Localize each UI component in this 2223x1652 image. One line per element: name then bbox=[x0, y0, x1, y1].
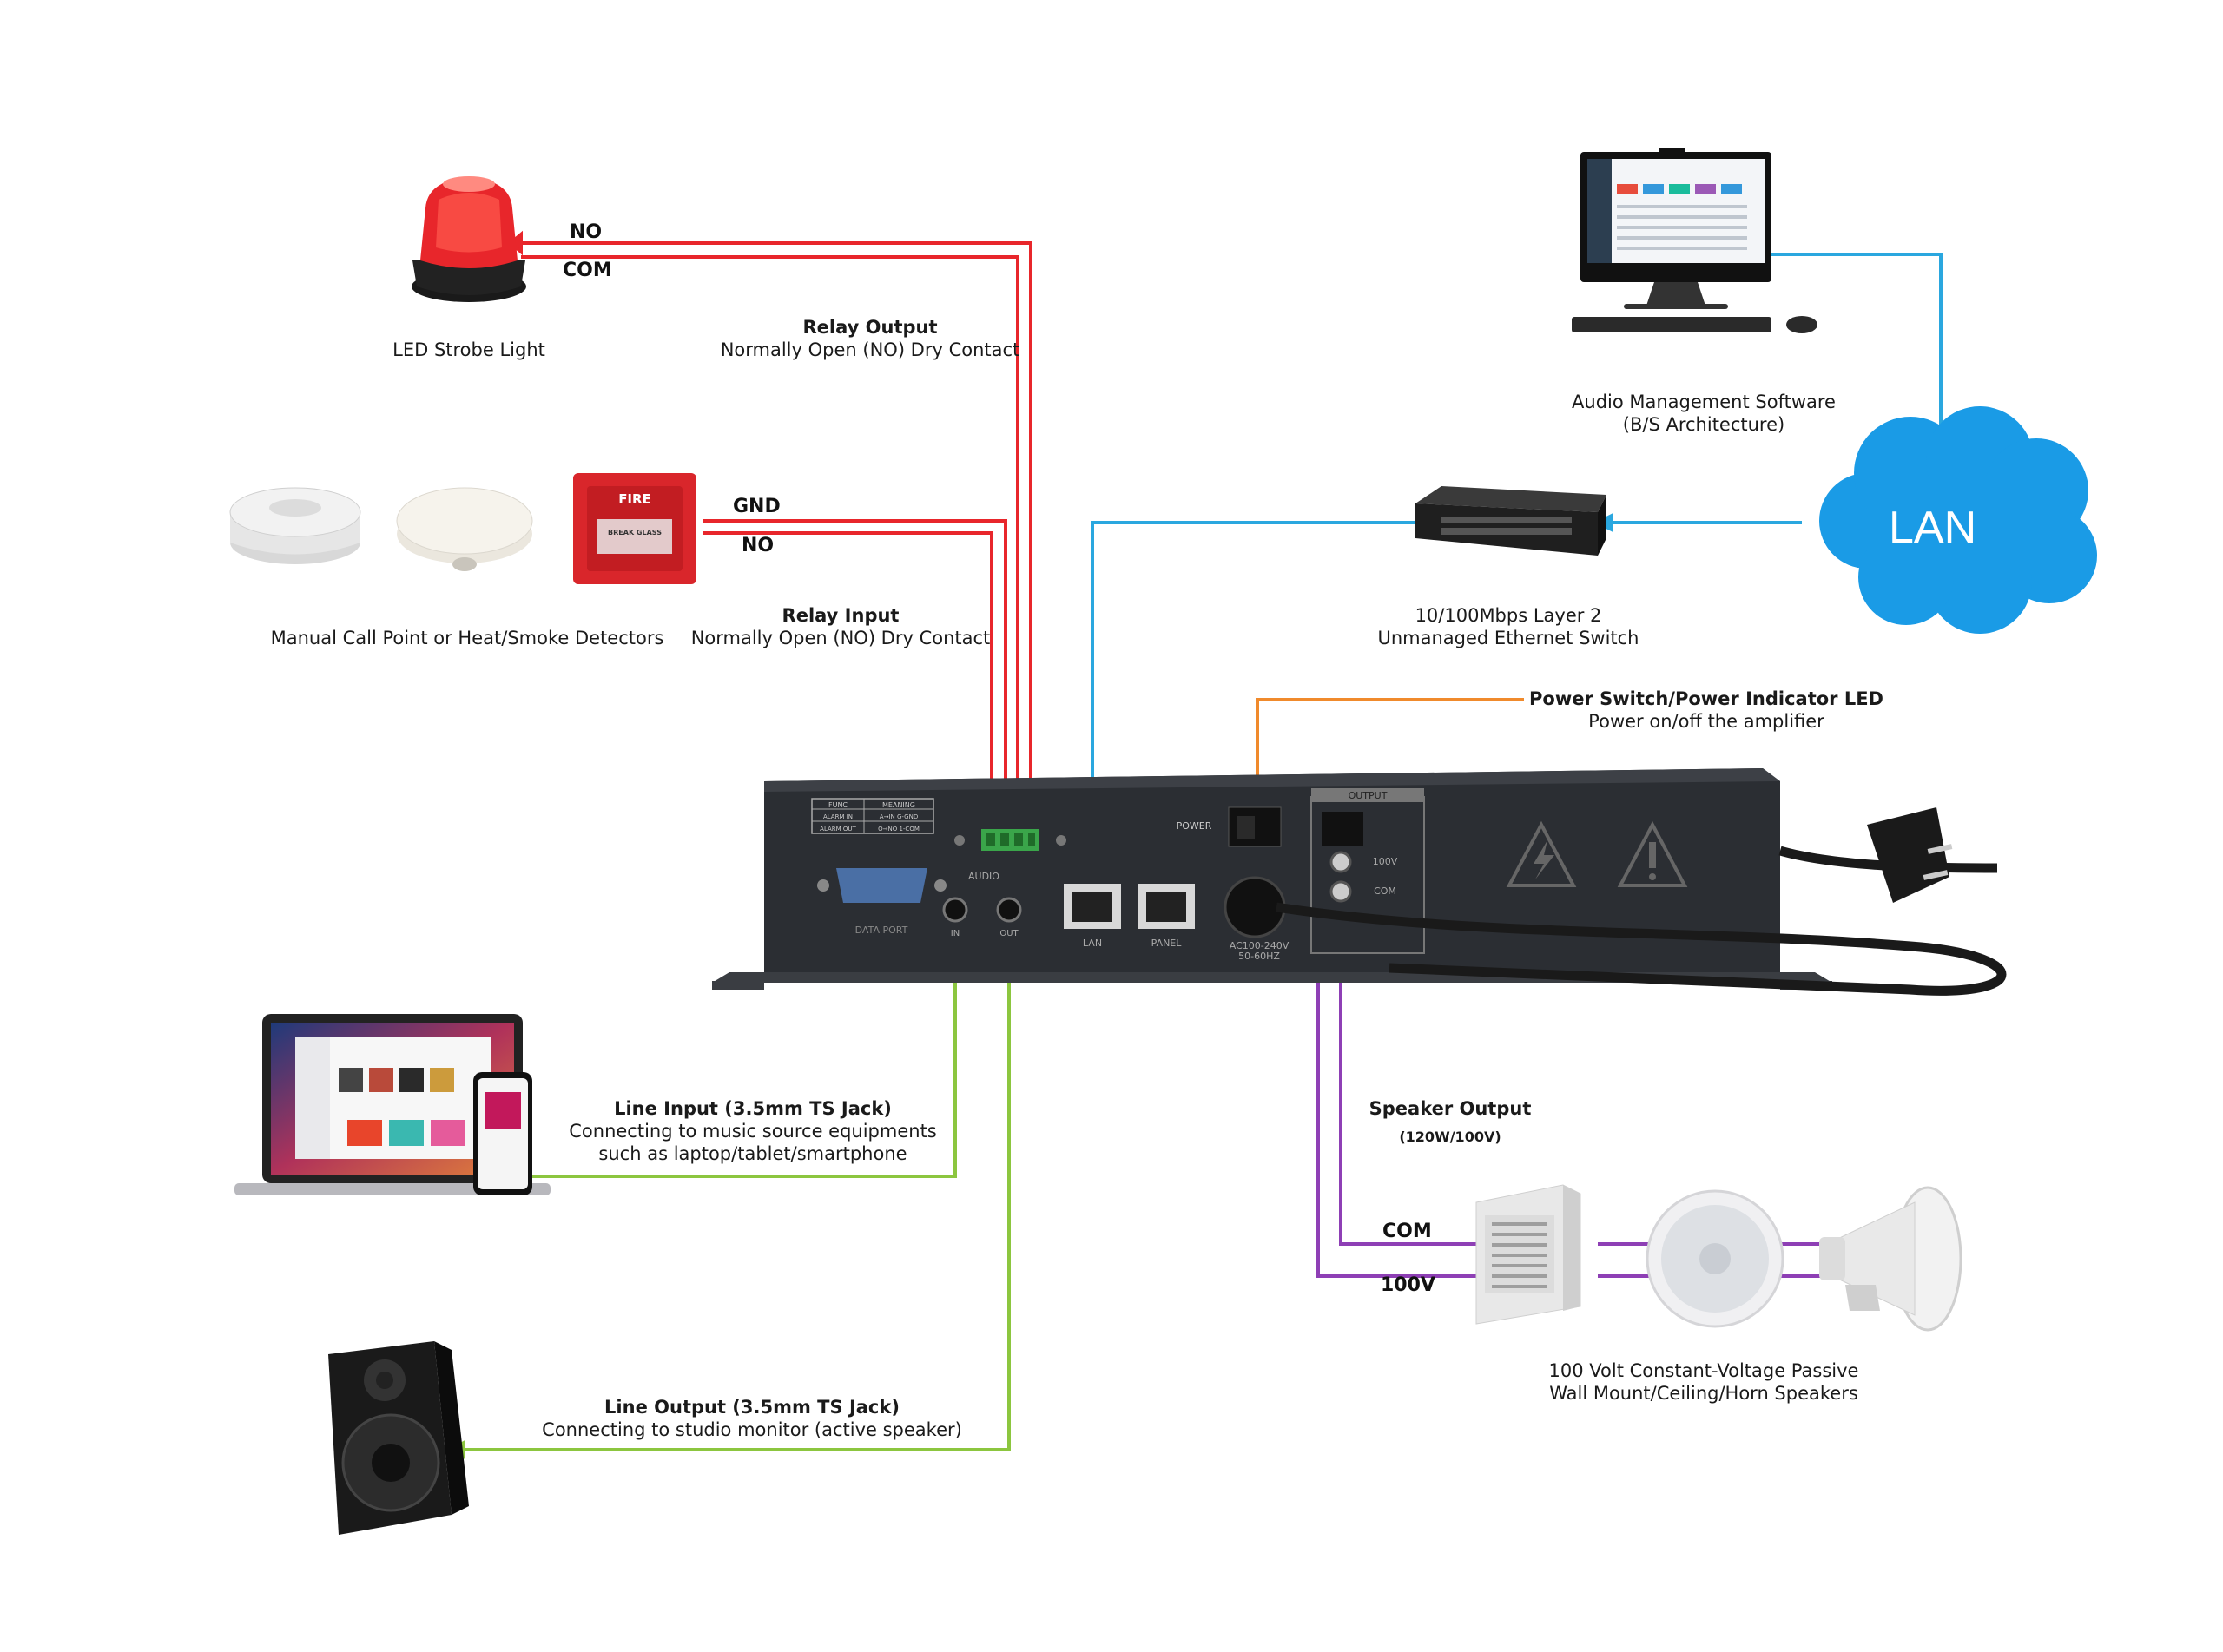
switch-caption-line1: 10/100Mbps Layer 2 bbox=[1415, 605, 1602, 626]
panel-panel-label: PANEL bbox=[1151, 938, 1183, 949]
line-input-title: Line Input (3.5mm TS Jack) bbox=[614, 1098, 892, 1119]
panel-lan-label: LAN bbox=[1083, 938, 1102, 949]
speakers-caption-line2: Wall Mount/Ceiling/Horn Speakers bbox=[1549, 1383, 1858, 1404]
detectors-gnd-label: GND bbox=[733, 496, 781, 517]
horn-speaker bbox=[1819, 1186, 1962, 1332]
strobe-com-label: COM bbox=[563, 260, 612, 281]
panel-out-label: OUT bbox=[999, 929, 1019, 938]
glass-text-label: BREAK GLASS bbox=[608, 529, 662, 536]
panel-in-label: IN bbox=[951, 929, 960, 938]
speaker-com-label: COM bbox=[1382, 1221, 1432, 1242]
switch-caption-line2: Unmanaged Ethernet Switch bbox=[1377, 628, 1639, 648]
heat-detector bbox=[396, 487, 533, 571]
panel-alarm-out-m-label: O→NO 1-COM bbox=[878, 826, 920, 833]
smoke-detector bbox=[229, 487, 361, 564]
speaker-wires bbox=[1316, 879, 1841, 1278]
panel-alarm-in-label: ALARM IN bbox=[823, 813, 853, 820]
panel-hz-label: 50-60HZ bbox=[1238, 951, 1280, 962]
computer-monitor bbox=[1572, 148, 1817, 333]
panel-power-label: POWER bbox=[1177, 820, 1212, 832]
lan-cloud-label: LAN bbox=[1889, 503, 1977, 553]
manual-call-point: FIRE BREAK GLASS bbox=[573, 473, 696, 584]
panel-func-label: FUNC bbox=[828, 801, 848, 809]
lan-cloud bbox=[1819, 406, 2097, 634]
speakers-caption-line1: 100 Volt Constant-Voltage Passive bbox=[1548, 1360, 1859, 1381]
ceiling-speaker bbox=[1646, 1189, 1784, 1328]
led-strobe-light bbox=[412, 176, 526, 302]
line-output-title: Line Output (3.5mm TS Jack) bbox=[604, 1397, 900, 1418]
smartphone bbox=[473, 1072, 532, 1195]
panel-alarm-in-m-label: A→IN G-GND bbox=[880, 813, 918, 820]
panel-output-label: OUTPUT bbox=[1349, 790, 1388, 801]
strobe-no-label: NO bbox=[570, 221, 603, 243]
line-input-line1: Connecting to music source equipments bbox=[569, 1121, 937, 1142]
software-caption-line1: Audio Management Software bbox=[1572, 392, 1836, 412]
panel-100v-label: 100V bbox=[1373, 856, 1398, 867]
panel-data-port-label: DATA PORT bbox=[855, 925, 908, 936]
relay-input-desc: Normally Open (NO) Dry Contact bbox=[690, 628, 991, 648]
relay-output-desc: Normally Open (NO) Dry Contact bbox=[720, 339, 1020, 360]
power-desc: Power on/off the amplifier bbox=[1588, 711, 1824, 732]
line-output-desc: Connecting to studio monitor (active spe… bbox=[542, 1419, 962, 1440]
speaker-output-spec: (120W/100V) bbox=[1399, 1129, 1501, 1145]
power-title: Power Switch/Power Indicator LED bbox=[1529, 688, 1883, 709]
panel-audio-label: AUDIO bbox=[968, 871, 999, 882]
amplifier-device: FUNC MEANING ALARM IN A→IN G-GND ALARM O… bbox=[712, 768, 2007, 996]
speaker-output-title: Speaker Output bbox=[1369, 1098, 1532, 1119]
strobe-caption: LED Strobe Light bbox=[392, 339, 545, 360]
speaker-100v-label: 100V bbox=[1381, 1274, 1435, 1296]
detectors-no-label: NO bbox=[742, 535, 775, 556]
panel-alarm-out-label: ALARM OUT bbox=[820, 826, 856, 833]
ethernet-switch bbox=[1415, 486, 1606, 556]
panel-ac-label: AC100-240V bbox=[1230, 940, 1290, 951]
panel-meaning-label: MEANING bbox=[882, 801, 915, 809]
detectors-caption: Manual Call Point or Heat/Smoke Detector… bbox=[270, 628, 664, 648]
relay-output-title: Relay Output bbox=[802, 317, 938, 338]
panel-com-label: COM bbox=[1374, 885, 1396, 897]
studio-monitor bbox=[328, 1341, 469, 1535]
software-caption-line2: (B/S Architecture) bbox=[1622, 414, 1785, 435]
wall-mount-speaker bbox=[1475, 1184, 1581, 1325]
relay-input-wires bbox=[703, 519, 1007, 812]
line-input-line2: such as laptop/tablet/smartphone bbox=[598, 1143, 907, 1164]
fire-text-label: FIRE bbox=[618, 491, 651, 507]
relay-input-title: Relay Input bbox=[782, 605, 900, 626]
